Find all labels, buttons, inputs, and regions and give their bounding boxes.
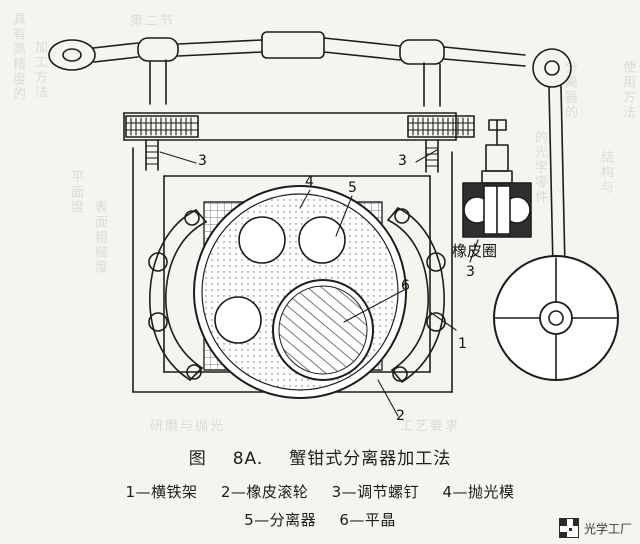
vertical-hangers xyxy=(149,59,441,107)
rubber-ring-label: 橡皮圈 xyxy=(452,242,498,260)
bleed-text: 使用方法 xyxy=(620,60,635,120)
flywheel-assembly xyxy=(493,85,619,381)
callout-3-clamp: 3 xyxy=(466,264,475,280)
figure-caption: 图 8A. 蟹钳式分离器加工法 xyxy=(0,444,640,469)
top-linkage xyxy=(48,31,572,88)
bleed-text: 加工方法 xyxy=(32,40,47,100)
crab-claw-left xyxy=(148,209,207,381)
bleed-text: 研磨与抛光 xyxy=(150,419,226,434)
bleed-text: 的光学零件 xyxy=(532,130,547,205)
callout-3-right: 3 xyxy=(398,153,407,169)
callout-3-left: 3 xyxy=(198,153,207,169)
figure-legend-row-1: 1—横铁架 2—橡皮滚轮 3—调节螺钉 4—抛光模 xyxy=(0,481,640,502)
legend-item-3: 3—调节螺钉 xyxy=(331,483,420,501)
crab-claw-right xyxy=(387,207,446,383)
callout-leaders xyxy=(159,149,479,417)
figure-word: 图 xyxy=(188,449,207,469)
bleed-text: 表面粗糙度 xyxy=(92,200,107,275)
callout-5: 5 xyxy=(348,180,357,196)
callout-2: 2 xyxy=(396,408,405,424)
rubber-roller-assembly xyxy=(462,119,532,238)
watermark-label: 光学工厂 xyxy=(583,521,632,536)
callout-1: 1 xyxy=(458,336,467,352)
watermark-light xyxy=(493,255,619,381)
legend-item-4: 4—抛光模 xyxy=(442,483,515,501)
bleed-text: 工艺要求 xyxy=(400,419,461,434)
legend-item-2: 2—橡皮滚轮 xyxy=(220,483,309,501)
callout-4: 4 xyxy=(305,174,314,190)
bleed-text: 具有高精度的 xyxy=(10,12,25,102)
cross-iron-frame xyxy=(123,112,475,173)
bleed-text: 分离器的 xyxy=(562,60,577,120)
legend-item-5: 5—分离器 xyxy=(244,511,317,529)
bleed-text: 结构与 xyxy=(598,150,613,195)
source-badge: 光学工厂 xyxy=(558,518,632,538)
figure-legend-row-2: 5—分离器 6—平晶 xyxy=(0,509,640,530)
separator-disc xyxy=(193,185,407,399)
callout-6: 6 xyxy=(401,278,410,294)
technical-drawing xyxy=(48,31,619,417)
qr-code-icon xyxy=(558,518,579,538)
bleed-text: 平面度 xyxy=(68,170,83,215)
bleed-text: 第二节 xyxy=(130,14,176,29)
figure-number: 8A. xyxy=(232,449,264,469)
legend-item-1: 1—横铁架 xyxy=(125,483,198,501)
legend-item-6: 6—平晶 xyxy=(339,511,396,529)
figure-title-text: 蟹钳式分离器加工法 xyxy=(289,449,452,469)
